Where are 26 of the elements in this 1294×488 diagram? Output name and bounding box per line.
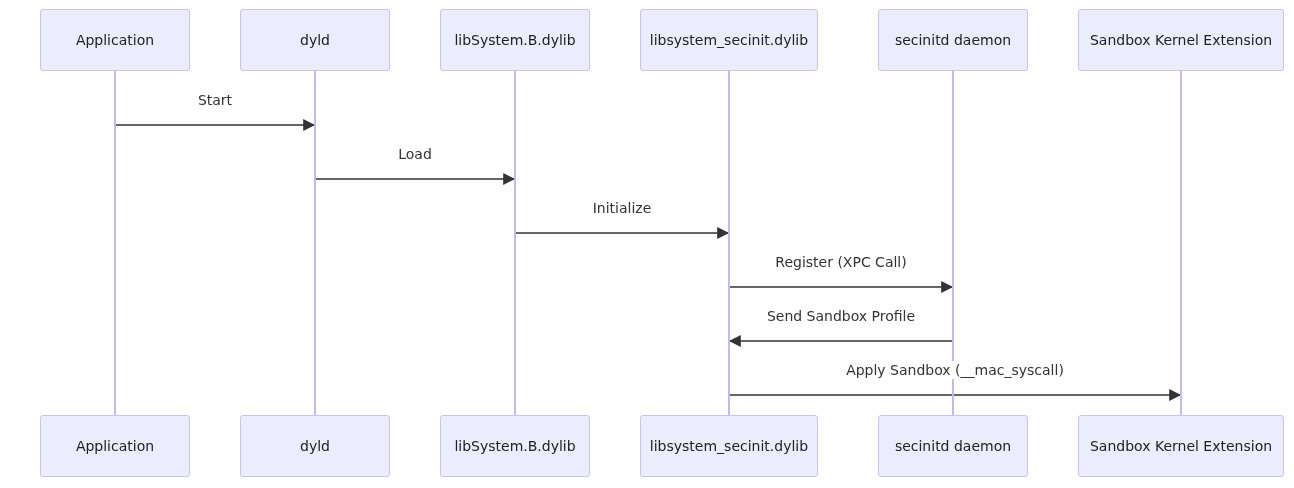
edge-label: Register (XPC Call) [773, 253, 909, 271]
message-arrow [115, 119, 316, 131]
lifeline [728, 71, 730, 415]
participant-box: dyld [240, 415, 390, 477]
participant-box: secinitd daemon [878, 415, 1028, 477]
message-arrow [315, 173, 516, 185]
lifeline [314, 71, 316, 415]
participant-box: Application [40, 9, 190, 71]
lifeline [1180, 71, 1182, 415]
lifeline [114, 71, 116, 415]
participant-box: Sandbox Kernel Extension [1078, 9, 1284, 71]
lifeline [952, 71, 954, 415]
participant-box: secinitd daemon [878, 9, 1028, 71]
participant-box: libSystem.B.dylib [440, 415, 590, 477]
participant-box: libsystem_secinit.dylib [640, 9, 818, 71]
edge-label: Apply Sandbox (__mac_syscall) [844, 361, 1066, 379]
lifeline [514, 71, 516, 415]
message-arrow [728, 335, 953, 347]
participant-box: Sandbox Kernel Extension [1078, 415, 1284, 477]
message-arrow [729, 389, 1182, 401]
participant-box: libsystem_secinit.dylib [640, 415, 818, 477]
message-arrow [729, 281, 954, 293]
participant-box: Application [40, 415, 190, 477]
message-arrow [515, 227, 730, 239]
participant-box: dyld [240, 9, 390, 71]
participant-box: libSystem.B.dylib [440, 9, 590, 71]
